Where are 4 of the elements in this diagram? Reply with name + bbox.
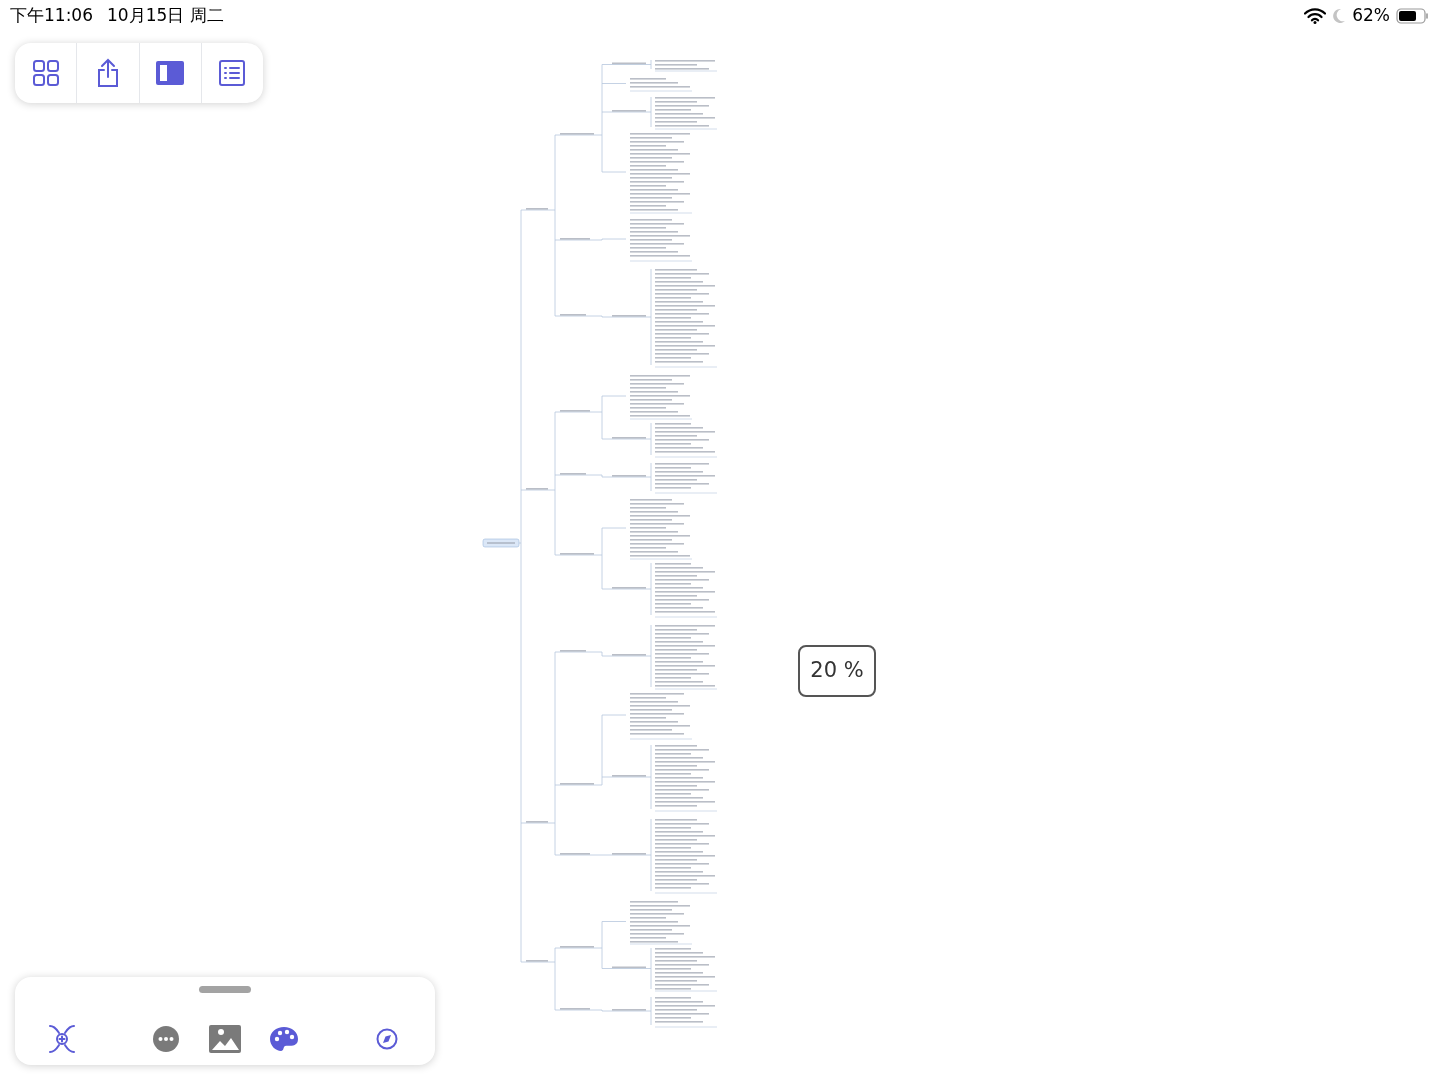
status-time: 下午11:06 [10, 4, 93, 27]
battery-percentage: 62% [1352, 4, 1390, 27]
status-date: 10月15日 周二 [107, 4, 224, 27]
zoom-level-badge: 20 % [798, 645, 876, 697]
